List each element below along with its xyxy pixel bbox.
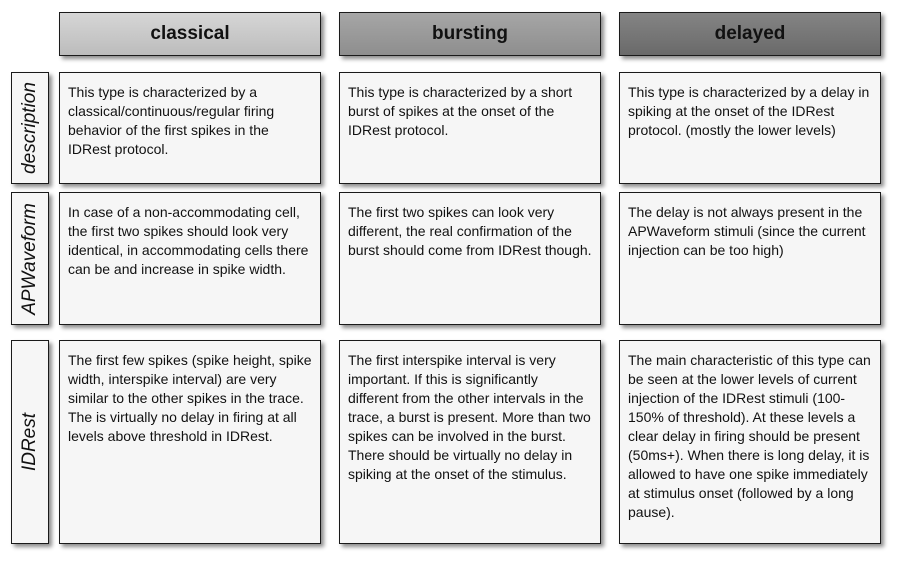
column-header-delayed: delayed — [619, 12, 881, 56]
cell-description-bursting: This type is characterized by a short bu… — [339, 72, 601, 184]
cell-idrest-delayed: The main characteristic of this type can… — [619, 340, 881, 544]
cell-description-delayed: This type is characterized by a delay in… — [619, 72, 881, 184]
column-header-bursting: bursting — [339, 12, 601, 56]
row-header-description-label: description — [19, 82, 41, 174]
row-header-idrest: IDRest — [11, 340, 49, 544]
cell-apwaveform-delayed: The delay is not always present in the A… — [619, 192, 881, 325]
column-header-classical: classical — [59, 12, 321, 56]
cell-apwaveform-classical: In case of a non-accommodating cell, the… — [59, 192, 321, 325]
cell-description-classical: This type is characterized by a classica… — [59, 72, 321, 184]
cell-idrest-classical: The first few spikes (spike height, spik… — [59, 340, 321, 544]
row-header-description: description — [11, 72, 49, 184]
cell-apwaveform-bursting: The first two spikes can look very diffe… — [339, 192, 601, 325]
row-header-idrest-label: IDRest — [19, 412, 41, 472]
cell-idrest-bursting: The first interspike interval is very im… — [339, 340, 601, 544]
row-header-apwaveform: APWaveform — [11, 192, 49, 325]
row-header-apwaveform-label: APWaveform — [19, 202, 41, 315]
